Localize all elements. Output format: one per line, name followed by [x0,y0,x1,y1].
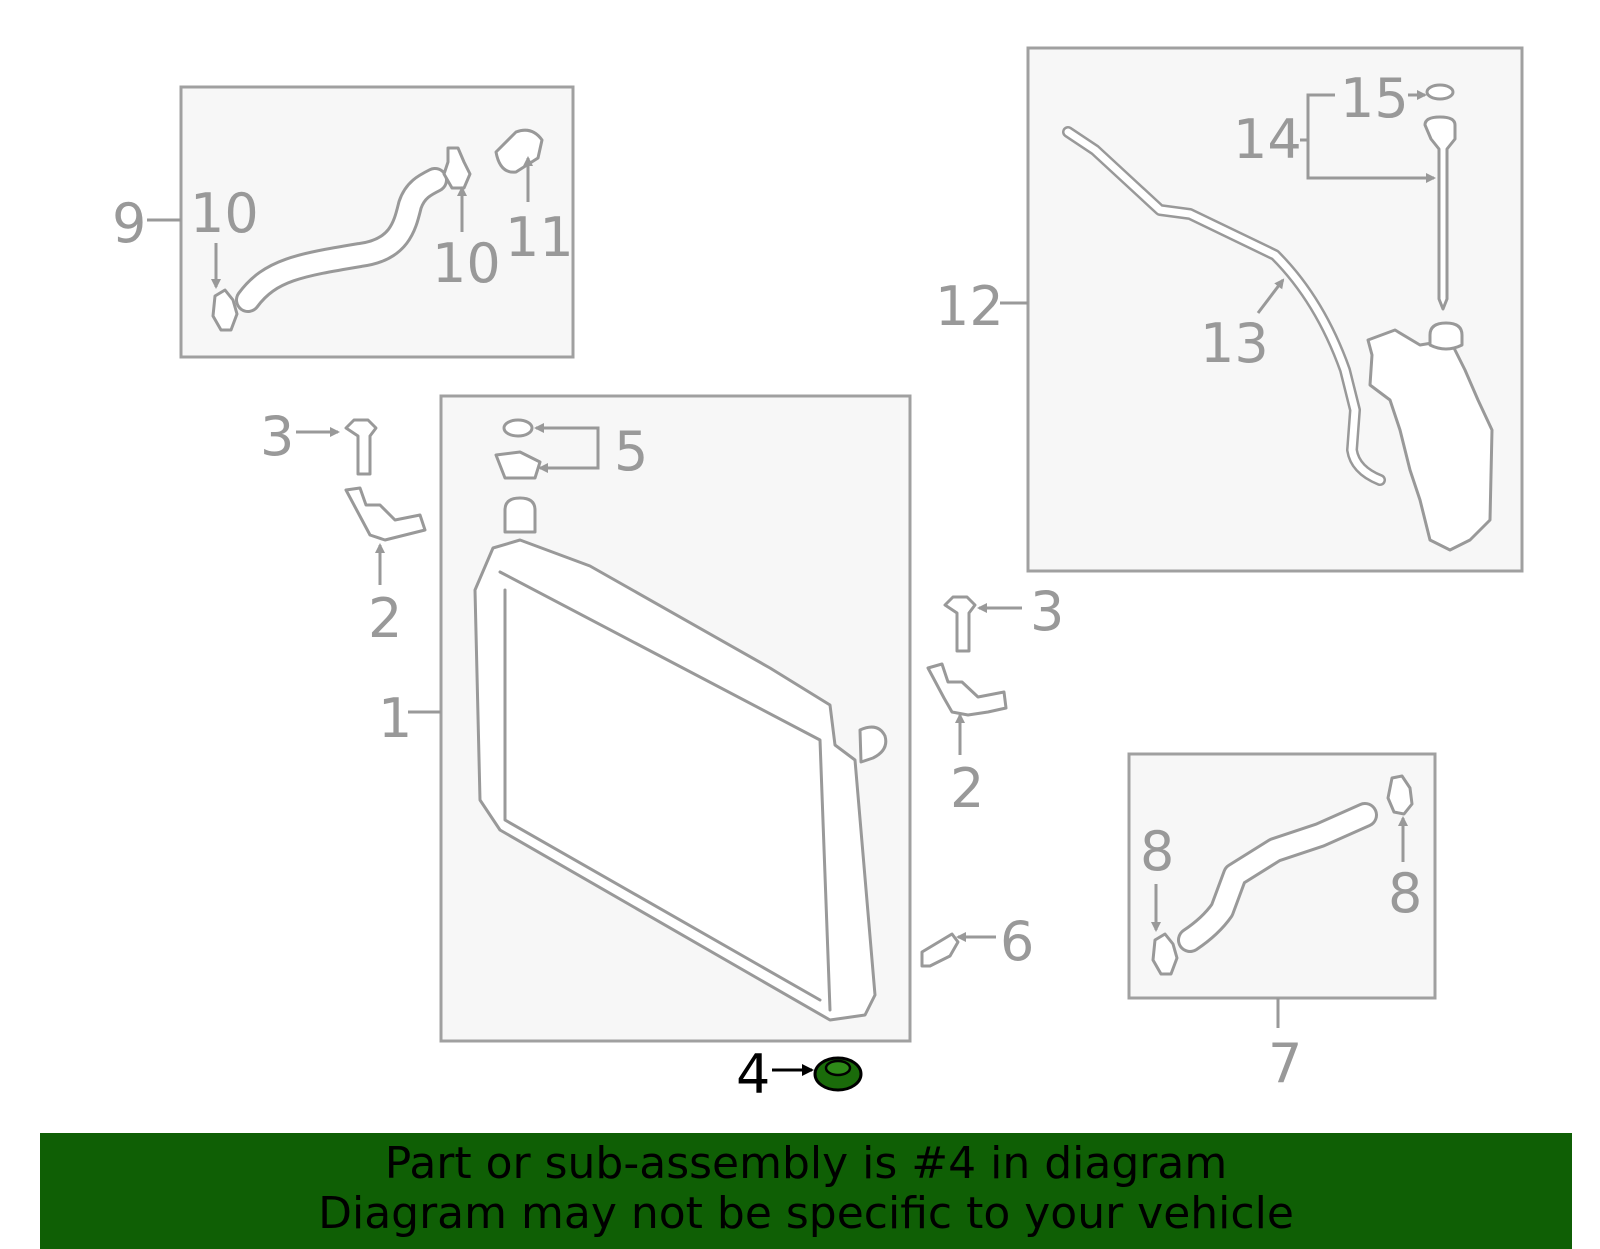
callout-2-right: 2 [950,757,984,820]
callout-11: 11 [505,206,574,269]
radiator-cap-5 [494,450,542,480]
bracket-2-left [344,486,427,542]
reservoir-cap [1428,321,1464,351]
callout-5: 5 [614,420,648,483]
callout-2-left: 2 [368,587,402,650]
callout-8-left: 8 [1140,820,1174,883]
bolt-3-left [344,418,378,476]
dipstick-14 [1423,115,1457,311]
radiator-filler-neck [503,496,537,534]
callout-14: 14 [1233,108,1302,171]
callout-4: 4 [736,1043,770,1106]
lower-hose-box [1127,752,1437,1000]
hose-clamp-left [211,288,239,332]
callout-15: 15 [1340,67,1409,130]
callout-1: 1 [378,687,412,750]
callout-12: 12 [935,275,1004,338]
hose-clamp-8-right [1386,774,1414,816]
hose-clamp-8-left [1151,932,1179,976]
radiator-outlet [858,725,888,764]
bracket-2-right [926,662,1008,717]
right-mounting-hardware: 3 2 6 [920,580,1064,973]
radiator-group: 1 5 [378,394,912,1043]
callout-3-right: 3 [1030,580,1064,643]
callout-8-right: 8 [1388,862,1422,925]
drain-plug-6 [920,932,960,968]
upper-hose-group: 9 10 10 11 [112,85,575,359]
highlighted-part-4: 4 [736,1043,863,1106]
radiator-core [473,538,877,1022]
banner-line-2: Diagram may not be specific to your vehi… [318,1188,1294,1239]
callout-7: 7 [1268,1032,1302,1095]
callout-13: 13 [1200,312,1269,375]
callout-3-left: 3 [260,405,294,468]
bolt-3-right [943,595,977,653]
banner-line-1: Part or sub-assembly is #4 in diagram [384,1138,1228,1189]
info-banner: Part or sub-assembly is #4 in diagram Di… [40,1133,1572,1249]
callout-10-left: 10 [190,182,259,245]
cap-seal-5 [502,418,534,438]
callout-9: 9 [112,192,146,255]
washer-15 [1425,83,1455,101]
callout-10-right: 10 [432,232,501,295]
callout-6: 6 [1000,910,1034,973]
reservoir-group: 12 13 14 15 [935,46,1524,573]
lower-hose-group: 8 8 7 [1127,752,1437,1095]
left-mounting-hardware: 3 2 [260,405,427,650]
